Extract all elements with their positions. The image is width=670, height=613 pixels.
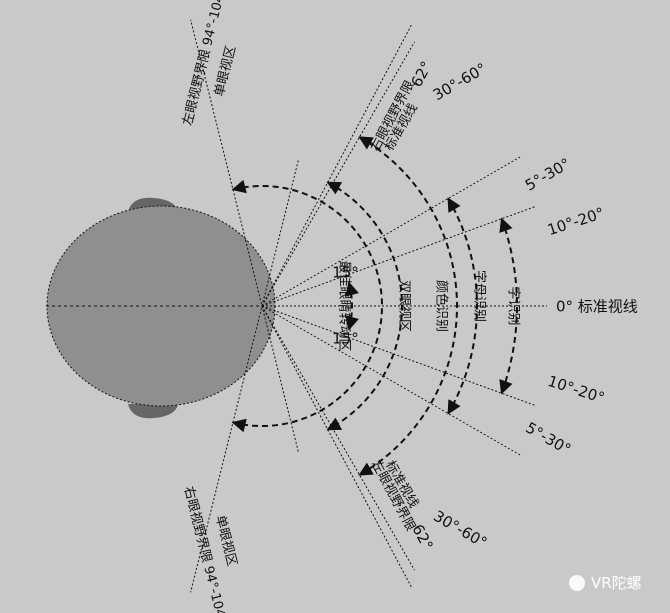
label-standard-30-bottom: 5°-30°	[523, 419, 574, 459]
label-center-line: 0° 标准视线	[556, 298, 638, 316]
ray-standard-60-bottom	[261, 305, 415, 571]
arclabel-binocular: 双眼视区	[397, 280, 412, 332]
arc-letter-recognition	[447, 197, 478, 415]
label-standard-30-top: 5°-30°	[522, 155, 573, 195]
label-standard-20-bottom: 10°-20°	[546, 372, 607, 407]
wechat-icon	[569, 575, 585, 591]
ray-standard-30-bottom	[261, 305, 523, 457]
arc-word-recognition	[499, 217, 519, 395]
head	[46, 197, 276, 419]
right-ear	[128, 404, 178, 419]
arc-angle-bottom-best-eye-rotation: 15°	[332, 330, 359, 348]
label-standard-60-bottom: 30°-60°	[430, 507, 490, 552]
arclabel-best-eye-rotation: 最佳眼睛转动区	[337, 260, 352, 351]
ray-standard-60-top	[261, 41, 415, 307]
arc-angle-top-best-eye-rotation: 15°	[332, 263, 359, 281]
watermark-text: VR陀螺	[591, 574, 642, 592]
ray-right-eye-limit-top	[261, 23, 413, 307]
recognition-arcs	[231, 136, 519, 476]
label-standard-60-top: 30°-60°	[430, 59, 490, 104]
ray-standard-20-top	[261, 206, 535, 307]
arc-best-eye-rotation	[345, 281, 359, 331]
label-standard-20-top: 10°-20°	[545, 204, 606, 239]
sight-lines	[190, 19, 547, 593]
ray-standard-20-bottom	[261, 305, 535, 406]
sublabel-right-monocular-bottom: 单眼视区	[212, 514, 239, 568]
ray-standard-30-top	[261, 155, 523, 307]
arclabel-word-recognition: 字识别	[506, 286, 521, 325]
sublabel-left-monocular-top: 单眼视区	[212, 44, 239, 98]
arclabel-letter-recognition: 字母识别	[472, 270, 487, 322]
arclabel-color-recognition: 颜色识别	[434, 280, 450, 332]
watermark: VR陀螺	[569, 574, 642, 592]
ray-right-eye-limit-bottom	[261, 305, 413, 589]
